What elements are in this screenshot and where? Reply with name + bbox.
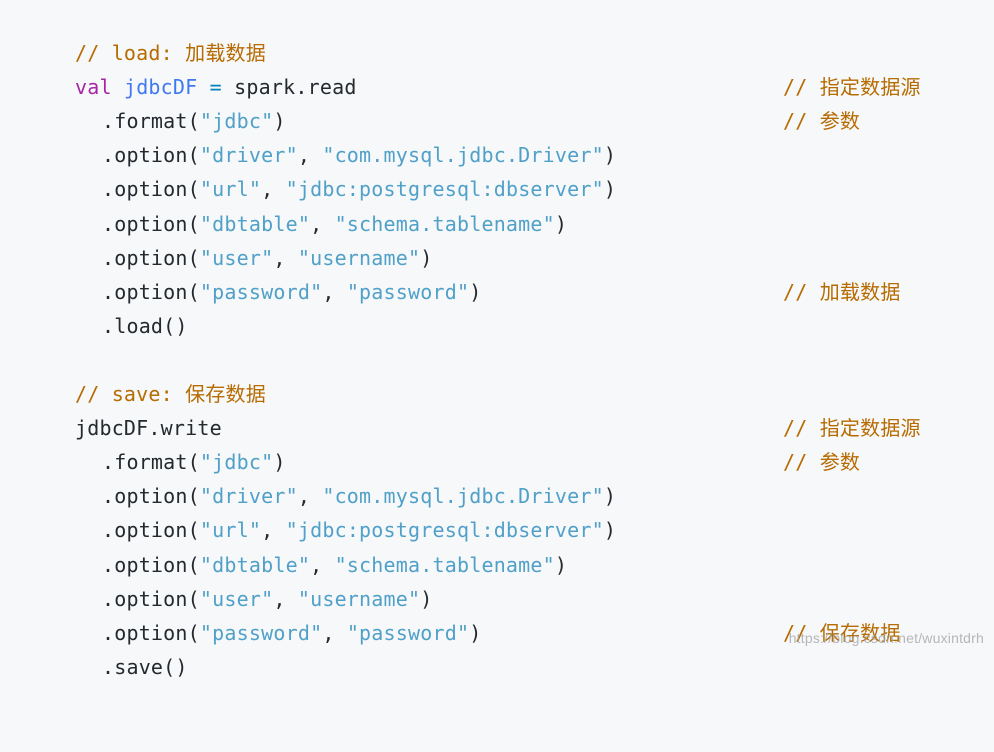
close-paren: ) [603, 177, 617, 202]
string-dbtable-value: "schema.tablename" [334, 552, 555, 577]
option-call: .option( [101, 518, 200, 543]
string-driver-value: "com.mysql.jdbc.Driver" [322, 484, 604, 509]
assign-operator: = [209, 75, 222, 100]
string-password: "password" [199, 279, 323, 304]
code-line-blank [26, 309, 994, 343]
comment-save-data: // 保存数据 [783, 620, 901, 645]
string-url: "url" [199, 177, 262, 202]
close-paren: ) [554, 552, 568, 577]
option-call: .option( [101, 586, 200, 611]
comment-data-source: // 指定数据源 [783, 75, 921, 100]
comma: , [310, 211, 335, 236]
string-driver: "driver" [199, 143, 298, 168]
close-paren: ) [420, 586, 433, 611]
code-line-save-url: .option("url", "jdbc:postgresql:dbserver… [26, 479, 994, 542]
code-line-save-write: jdbcDF.write [26, 377, 994, 440]
string-password-value: "password" [346, 279, 470, 304]
comment-load-data: // 加载数据 [783, 279, 901, 304]
close-paren: ) [420, 245, 433, 270]
option-call: .option( [101, 211, 200, 236]
close-paren: ) [603, 143, 617, 168]
close-paren: ) [469, 279, 482, 304]
close-paren: ) [554, 211, 568, 236]
code-line-load-dbtable: .option("dbtable", "schema.tablename") [26, 172, 994, 236]
code-line-load-driver: .option("driver", "com.mysql.jdbc.Driver… [26, 104, 994, 167]
save-comment: // save: 保存数据 [74, 382, 266, 407]
code-line-load-password: .option("password", "password") [26, 241, 994, 304]
string-dbtable: "dbtable" [199, 552, 311, 577]
string-jdbc: "jdbc" [199, 450, 274, 475]
comment-params: // 参数 [783, 109, 861, 134]
string-dbtable-value: "schema.tablename" [334, 211, 555, 236]
code-line-load-comment: // load: 加载数据 [26, 2, 994, 65]
string-url-value: "jdbc:postgresql:dbserver" [285, 518, 604, 543]
jdbcdf-write-expr: jdbcDF.write [74, 416, 222, 441]
string-password-value: "password" [346, 620, 470, 645]
close-paren: ) [603, 484, 617, 509]
save-call: .save() [101, 654, 188, 679]
code-line-load-format: .format("jdbc") // 指定数据源 [26, 70, 994, 133]
close-paren: ) [469, 620, 482, 645]
comma: , [273, 586, 298, 611]
val-keyword: val [74, 75, 112, 100]
comma: , [310, 552, 335, 577]
comment-data-source: // 指定数据源 [783, 416, 921, 441]
comma: , [297, 484, 323, 509]
code-line-save-user: .option("user", "username") [26, 548, 994, 611]
string-user-value: "username" [297, 586, 421, 611]
format-call: .format( [101, 450, 200, 475]
comma: , [273, 245, 298, 270]
option-call: .option( [101, 279, 200, 304]
code-line-load-call: .load() // 加载数据 [26, 275, 994, 338]
string-user: "user" [199, 245, 274, 270]
close-paren: ) [273, 450, 286, 475]
string-dbtable: "dbtable" [199, 211, 311, 236]
code-line-load-decl: val jdbcDF = spark.read [26, 36, 994, 99]
comma: , [297, 143, 323, 168]
comma: , [322, 620, 347, 645]
code-block: // load: 加载数据 val jdbcDF = spark.read .f… [26, 2, 994, 679]
watermark: https://blog.csdn.net/wuxintdrh [788, 630, 984, 646]
option-call: .option( [101, 143, 200, 168]
code-line-save-dbtable: .option("dbtable", "schema.tablename") [26, 513, 994, 577]
close-paren: ) [273, 109, 286, 134]
code-line-save-comment: // save: 保存数据 [26, 343, 994, 406]
spark-read-expr: spark.read [234, 75, 357, 100]
code-line-load-user: .option("user", "username") [26, 207, 994, 270]
close-paren: ) [603, 518, 617, 543]
code-line-save-format: .format("jdbc") // 指定数据源 [26, 411, 994, 474]
string-url: "url" [199, 518, 262, 543]
comma: , [261, 518, 286, 543]
code-line-load-url: .option("url", "jdbc:postgresql:dbserver… [26, 138, 994, 201]
format-call: .format( [101, 109, 200, 134]
option-call: .option( [101, 552, 200, 577]
load-comment: // load: 加载数据 [74, 41, 266, 66]
string-user: "user" [199, 586, 274, 611]
code-line-save-driver: .option("driver", "com.mysql.jdbc.Driver… [26, 445, 994, 508]
comment-params: // 参数 [783, 450, 861, 475]
string-jdbc: "jdbc" [199, 109, 274, 134]
option-call: .option( [101, 620, 200, 645]
comma: , [261, 177, 286, 202]
string-url-value: "jdbc:postgresql:dbserver" [285, 177, 604, 202]
option-call: .option( [101, 484, 200, 509]
string-user-value: "username" [297, 245, 421, 270]
load-call: .load() [101, 313, 188, 338]
string-driver: "driver" [199, 484, 298, 509]
option-call: .option( [101, 245, 200, 270]
option-call: .option( [101, 177, 200, 202]
code-line-save-password: .option("password", "password") [26, 582, 994, 645]
string-password: "password" [199, 620, 323, 645]
comma: , [322, 279, 347, 304]
string-driver-value: "com.mysql.jdbc.Driver" [322, 143, 604, 168]
jdbcdf-variable: jdbcDF [123, 75, 198, 100]
